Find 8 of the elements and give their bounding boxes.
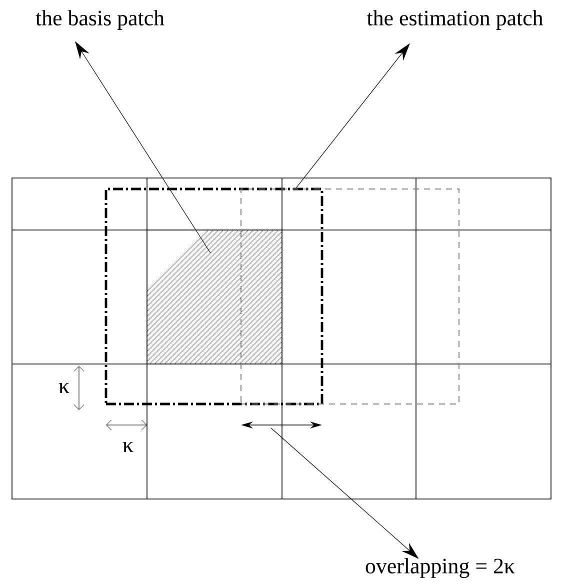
- dimension-label: κ: [122, 442, 134, 452]
- text-label: the estimation patch: [366, 10, 543, 30]
- dash-dot-patch-outline: [104, 188, 324, 406]
- dashed-patch-outline: [240, 188, 460, 404]
- dimension-label: κ: [58, 382, 70, 394]
- text-label: the basis patch: [36, 10, 164, 30]
- hatched-patch: [146, 230, 282, 364]
- text-label: overlapping = 2κ: [366, 558, 515, 578]
